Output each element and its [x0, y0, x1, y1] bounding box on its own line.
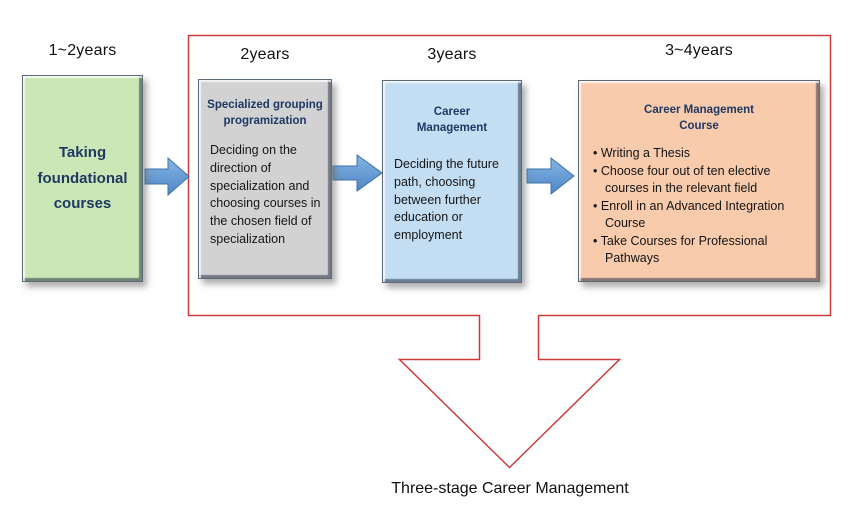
red-outline-down-arrow — [187, 34, 832, 469]
stage1-years-label: 1~2years — [48, 42, 117, 59]
stage3-body: Deciding the future path, choosing betwe… — [394, 157, 499, 243]
flow-arrow-right-icon — [144, 156, 190, 197]
stage1-title: Taking foundational courses — [37, 144, 128, 213]
bullet-item: Take Courses for Professional Pathways — [593, 233, 813, 268]
stage4-bullet-list: Writing a ThesisChoose four out of ten e… — [593, 145, 813, 268]
stage3-box: Career Management Deciding the future pa… — [382, 80, 522, 283]
diagram-caption: Three-stage Career Management — [391, 480, 629, 497]
flow-arrow-right-icon — [526, 156, 575, 196]
stage3-title: Career Management — [416, 106, 488, 134]
stage4-title: Career Management Course — [644, 104, 754, 132]
bullet-item: Enroll in an Advanced Integration Course — [593, 198, 813, 233]
stage2-years-label: 2years — [240, 46, 290, 63]
stage2-body: Deciding on the direction of specializat… — [210, 143, 321, 246]
stage4-years-label: 3~4years — [665, 42, 733, 59]
stage2-title: Specialized grouping programization — [207, 99, 323, 127]
stage1-box: Taking foundational courses — [22, 75, 143, 282]
stage4-box: Career Management Course Writing a Thesi… — [578, 80, 820, 282]
stage3-years-label: 3years — [427, 46, 477, 63]
flow-arrow-right-icon — [332, 154, 383, 192]
stage2-box: Specialized grouping programization Deci… — [198, 79, 332, 279]
bullet-item: Choose four out of ten elective courses … — [593, 163, 813, 198]
bullet-item: Writing a Thesis — [593, 145, 813, 163]
